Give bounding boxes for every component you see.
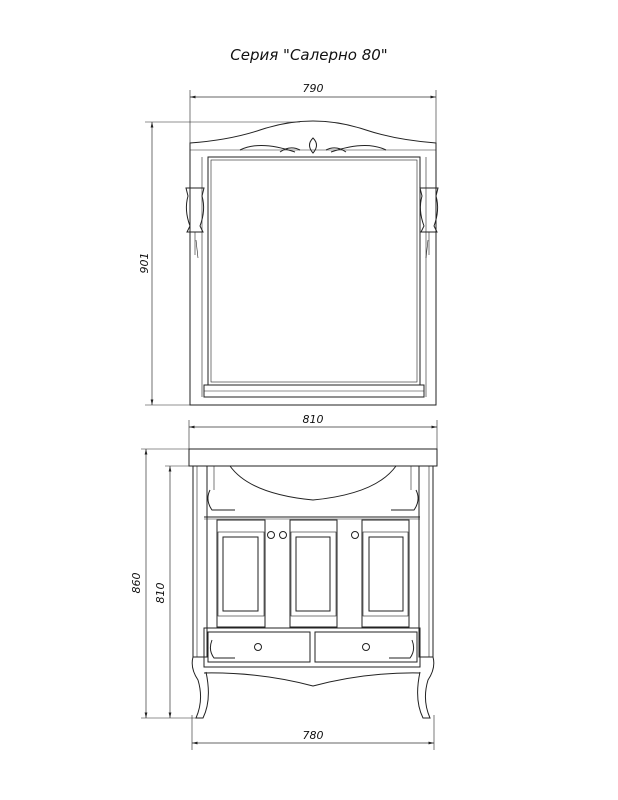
mirror-width-label: 790: [303, 82, 324, 95]
mirror-frame: [189, 120, 437, 406]
center-door[interactable]: [289, 519, 338, 628]
countertop: [188, 448, 438, 467]
door-knob[interactable]: [267, 531, 275, 539]
drawing-title: Серия "Салерно 80": [230, 46, 387, 64]
drawer-ornaments: [209, 639, 415, 659]
left-drawer[interactable]: [207, 631, 311, 663]
drawer-knob[interactable]: [254, 643, 262, 651]
base-width-label: 780: [303, 729, 324, 742]
door-knob[interactable]: [351, 531, 359, 539]
mirror-ornament: [239, 137, 387, 154]
legs: [191, 656, 435, 719]
apron: [203, 666, 421, 687]
drawer-knob[interactable]: [362, 643, 370, 651]
right-door[interactable]: [361, 519, 410, 628]
countertop-width-label: 810: [303, 413, 324, 426]
body-height-label: 810: [154, 583, 167, 604]
mirror-height-label: 901: [138, 253, 151, 274]
basin-outline: [229, 465, 397, 501]
right-drawer[interactable]: [314, 631, 418, 663]
right-sconce: [419, 187, 439, 259]
left-sconce: [185, 187, 205, 259]
vanity-view: 810 860 810 780: [130, 413, 438, 750]
mirror-view: 790 901: [138, 82, 439, 406]
upper-ornaments: [207, 489, 419, 511]
mirror-glass: [207, 156, 421, 386]
left-door[interactable]: [216, 519, 266, 628]
door-knob[interactable]: [279, 531, 287, 539]
total-height-label: 860: [130, 573, 143, 594]
